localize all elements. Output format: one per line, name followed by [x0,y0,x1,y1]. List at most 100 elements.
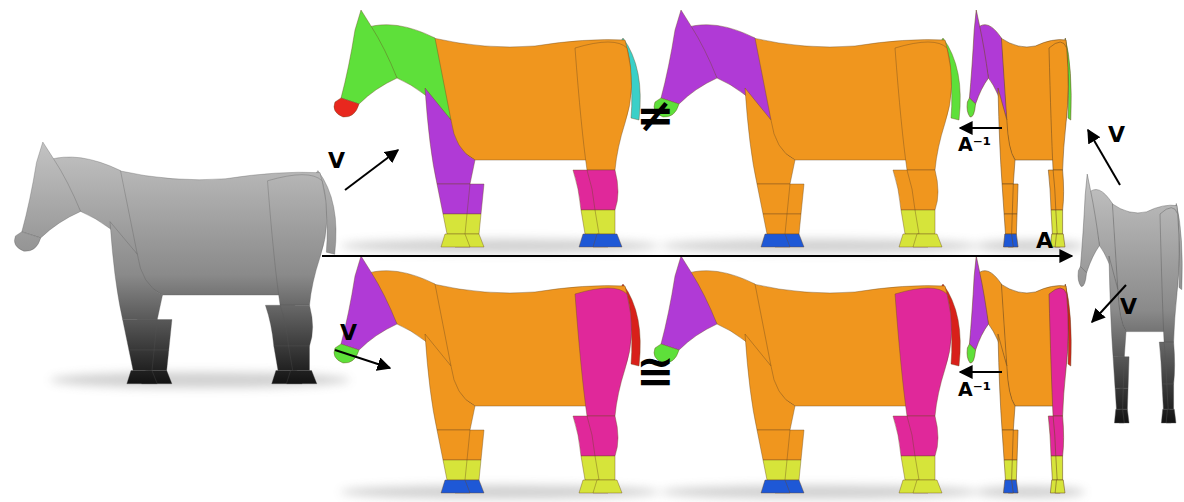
illustration-part [1160,208,1179,342]
illustration-part [895,42,952,170]
illustration-part [913,480,942,493]
illustration-part [441,234,470,247]
illustration-part [1078,267,1087,287]
illustration-part [757,184,790,214]
illustration-part [761,480,790,493]
illustration-part [575,288,632,416]
illustration-part [915,210,935,234]
illustration-part [1053,170,1064,210]
illustration-part [761,234,790,247]
illustration-part [998,334,1015,430]
illustration-part [425,334,475,430]
illustration-part [441,480,470,493]
map-label: V [1120,296,1137,318]
illustration-part [1167,384,1174,409]
segmented-horse [654,10,960,247]
illustration-part [998,88,1015,184]
illustration-part [1004,214,1012,234]
illustration-part [425,88,475,184]
illustration-part [595,456,615,480]
illustration-part [915,456,935,480]
illustration-part [745,334,795,430]
illustration-part [745,88,795,184]
illustration-part [127,371,157,384]
illustration-part [1049,42,1068,170]
illustration-part [593,234,622,247]
illustration-part [895,288,952,416]
illustration-part [763,214,787,234]
illustration-part [661,10,717,104]
map-label: A [1036,230,1053,252]
relation-symbol: ≅ [636,348,675,394]
map-label: V [340,322,357,344]
illustration-part [437,184,470,214]
illustration-part [1055,234,1065,247]
segmented-horse [967,256,1071,493]
illustration-part [1056,456,1063,480]
illustration-part [1003,234,1013,247]
illustration-part [967,98,976,117]
illustration-part [969,256,988,350]
map-label: A⁻¹ [958,135,991,154]
illustration-part [289,346,310,370]
illustration-part [123,320,158,351]
illustration-part [1004,460,1012,480]
illustration-part [322,255,1072,257]
deformed-horse [1078,174,1182,423]
input-horse [14,142,336,384]
illustration-part [1166,409,1176,423]
illustration-part [22,142,81,238]
segmented-horse [654,256,960,493]
illustration-part [593,480,622,493]
illustration-part [443,460,467,480]
illustration-part [268,175,327,306]
illustration-part [967,344,976,363]
illustration-part [1049,288,1068,416]
illustration-part [587,170,618,210]
mapping-arrow [322,128,1126,372]
map-label: V [328,150,345,172]
illustration-part [1002,430,1013,460]
illustration-part [575,42,632,170]
illustration-part [1056,210,1063,234]
illustration-part [1003,480,1013,493]
illustration-part [1164,342,1175,384]
illustration-part [1113,357,1124,389]
illustration-part [757,430,790,460]
illustration-part [587,416,618,456]
illustration-part [341,256,397,350]
relation-symbol: ≠ [636,92,675,138]
illustration-part [1114,409,1124,423]
illustration-part [907,170,938,210]
illustration-part [969,10,988,104]
illustration-part [334,98,359,117]
illustration-part [1055,480,1065,493]
segmented-horse [334,10,640,247]
illustration-part [341,10,397,104]
illustration-part [335,350,390,368]
illustration-part [280,305,313,346]
illustration-part [1002,184,1013,214]
map-label: A⁻¹ [958,380,991,399]
illustration-part [763,460,787,480]
illustration-part [595,210,615,234]
illustration-part [14,232,40,251]
illustration-part [110,222,163,320]
illustration-part [345,150,398,190]
segmented-horse [334,256,640,493]
map-label: V [1108,124,1125,146]
illustration-part [443,214,467,234]
illustration-part [960,127,1002,129]
illustration-part [1115,388,1123,409]
illustration-part [907,416,938,456]
illustration-part [960,371,1002,373]
illustration-part [286,371,316,384]
illustration-part [975,240,1085,252]
illustration-part [1053,416,1064,456]
illustration-part [661,256,717,350]
illustration-part [129,350,154,370]
illustration-part [437,430,470,460]
illustration-part [1080,174,1099,273]
